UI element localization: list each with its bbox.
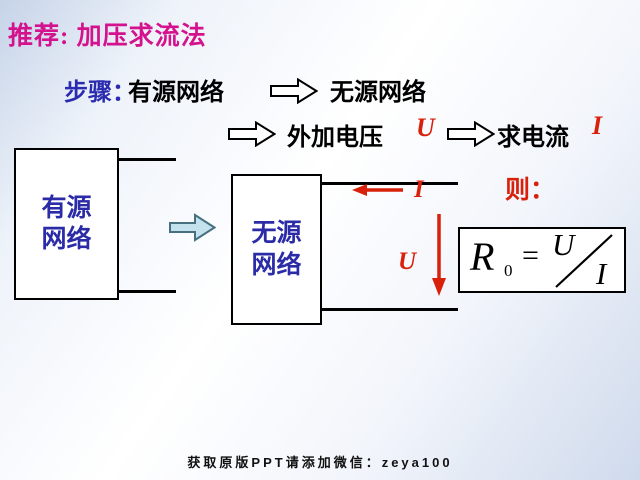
formula-numerator: U	[552, 227, 575, 262]
active-network-box: 有源 网络	[14, 148, 119, 300]
apply-voltage-text: 外加电压	[287, 125, 383, 151]
terminal-wire	[118, 158, 176, 161]
block-arrow-right-icon	[270, 78, 318, 104]
passive-network-box: 无源 网络	[231, 174, 322, 325]
fraction-slash-icon	[555, 234, 613, 288]
formula-equals: =	[522, 239, 539, 272]
voltage-symbol: U	[416, 113, 435, 142]
source-network-text: 有源网络	[128, 80, 224, 106]
current-label: I	[414, 176, 424, 203]
terminal-wire	[321, 182, 458, 185]
passive-box-line1: 无源	[251, 220, 302, 248]
formula-denominator: I	[596, 256, 607, 291]
block-arrow-right-icon	[447, 121, 495, 147]
voltage-label: U	[398, 248, 417, 275]
active-box-line2: 网络	[41, 226, 92, 253]
cyan-block-arrow-icon	[169, 213, 216, 242]
then-label: 则：	[505, 177, 556, 204]
terminal-wire	[118, 290, 176, 293]
page-title: 推荐: 加压求流法	[8, 23, 207, 50]
current-direction-arrow-icon	[352, 184, 403, 196]
formula-box: R 0 = U I	[458, 227, 626, 293]
current-symbol: I	[592, 111, 603, 140]
formula-subscript: 0	[504, 261, 513, 280]
terminal-wire	[321, 308, 458, 311]
block-arrow-right-icon	[228, 121, 276, 147]
active-box-line1: 有源	[41, 194, 92, 222]
passive-box-line2: 网络	[251, 251, 302, 279]
step-label: 步骤：	[64, 80, 136, 106]
voltage-direction-arrow-icon	[432, 214, 446, 296]
find-current-text: 求电流	[497, 125, 569, 151]
formula-r: R	[470, 234, 495, 279]
passive-network-text: 无源网络	[330, 80, 426, 106]
watermark-text: 获取原版PPT请添加微信：zeya100	[187, 455, 453, 470]
